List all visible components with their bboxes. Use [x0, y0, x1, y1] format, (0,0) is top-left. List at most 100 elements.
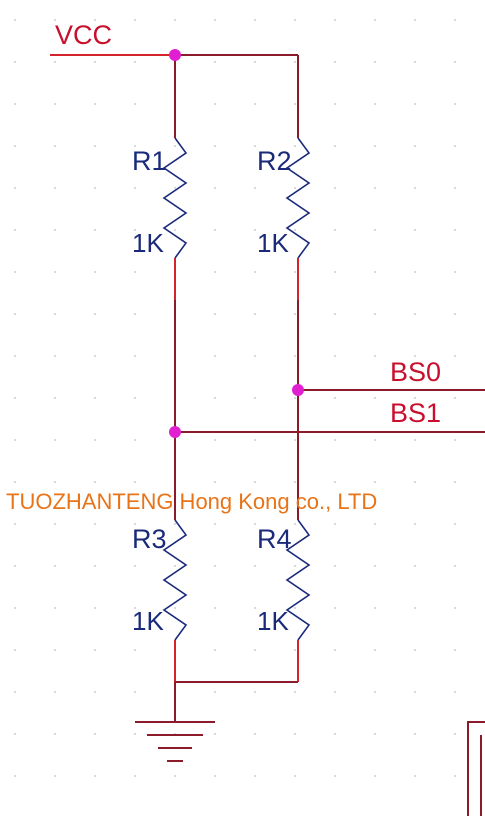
- grid-dot: [414, 61, 416, 63]
- grid-dot: [414, 19, 416, 21]
- grid-dot: [454, 649, 456, 651]
- grid-dot: [374, 61, 376, 63]
- grid-dot: [414, 439, 416, 441]
- grid-dot: [134, 733, 136, 735]
- grid-dot: [14, 733, 16, 735]
- grid-dot: [414, 481, 416, 483]
- grid-dot: [54, 61, 56, 63]
- resistor-r4-symbol: [285, 519, 311, 641]
- grid-dot: [134, 691, 136, 693]
- grid-dot: [14, 61, 16, 63]
- grid-dot: [414, 691, 416, 693]
- grid-dot: [294, 439, 296, 441]
- grid-dot: [414, 271, 416, 273]
- grid-dot: [14, 439, 16, 441]
- grid-dot: [414, 145, 416, 147]
- grid-dot: [454, 271, 456, 273]
- grid-dot: [294, 145, 296, 147]
- grid-dot: [334, 775, 336, 777]
- grid-dot: [14, 19, 16, 21]
- grid-dot: [374, 523, 376, 525]
- grid-dot: [214, 649, 216, 651]
- grid-dot: [294, 649, 296, 651]
- grid-dot: [414, 397, 416, 399]
- grid-dot: [214, 607, 216, 609]
- grid-dot: [414, 313, 416, 315]
- grid-dot: [254, 229, 256, 231]
- grid-dot: [254, 523, 256, 525]
- grid-dot: [134, 397, 136, 399]
- grid-dot: [134, 19, 136, 21]
- grid-dot: [294, 103, 296, 105]
- grid-dot: [254, 313, 256, 315]
- grid-dot: [254, 187, 256, 189]
- grid-dot: [14, 649, 16, 651]
- grid-dot: [254, 733, 256, 735]
- resistor-r2-value: 1K: [257, 228, 289, 258]
- grid-dot: [54, 355, 56, 357]
- grid-dot: [414, 607, 416, 609]
- grid-dot: [334, 523, 336, 525]
- grid-dot: [374, 565, 376, 567]
- grid-dot: [254, 439, 256, 441]
- grid-dot: [454, 145, 456, 147]
- resistor-r2-ref: R2: [257, 146, 292, 176]
- grid-dot: [334, 691, 336, 693]
- grid-dot: [374, 481, 376, 483]
- grid-dot: [334, 733, 336, 735]
- grid-dot: [454, 523, 456, 525]
- resistor-r3-symbol: [162, 519, 188, 641]
- grid-dot: [454, 313, 456, 315]
- grid-dot: [374, 313, 376, 315]
- grid-dot: [54, 397, 56, 399]
- grid-dot: [14, 271, 16, 273]
- grid-dot: [254, 649, 256, 651]
- grid-dot: [294, 607, 296, 609]
- grid-dot: [294, 397, 296, 399]
- grid-dot: [54, 691, 56, 693]
- grid-dot: [334, 271, 336, 273]
- grid-dot: [54, 103, 56, 105]
- grid-dot: [454, 61, 456, 63]
- grid-dot: [374, 271, 376, 273]
- grid-dot: [374, 19, 376, 21]
- grid-dot: [254, 691, 256, 693]
- grid-dot: [94, 691, 96, 693]
- grid-dot: [214, 313, 216, 315]
- grid-dot: [374, 355, 376, 357]
- grid-dot: [414, 565, 416, 567]
- grid-dot: [214, 691, 216, 693]
- grid-dot: [214, 187, 216, 189]
- grid-dot: [214, 103, 216, 105]
- grid-dot: [134, 481, 136, 483]
- grid-dot: [214, 229, 216, 231]
- grid-dot: [134, 313, 136, 315]
- grid-dot: [94, 229, 96, 231]
- grid-dot: [174, 523, 176, 525]
- grid-dot: [214, 271, 216, 273]
- grid-dot: [94, 313, 96, 315]
- grid-dot: [334, 103, 336, 105]
- grid-dot: [14, 187, 16, 189]
- grid-dot: [94, 649, 96, 651]
- grid-dot: [414, 355, 416, 357]
- junction-bs0: [292, 384, 304, 396]
- net-label-vcc: VCC: [55, 20, 112, 50]
- grid-dot: [214, 733, 216, 735]
- grid-dot: [334, 607, 336, 609]
- resistor-r1-ref: R1: [132, 146, 167, 176]
- grid-dot: [54, 523, 56, 525]
- ground-symbol: [135, 721, 215, 762]
- grid-dot: [374, 691, 376, 693]
- grid-dot: [54, 607, 56, 609]
- resistor-r2-symbol: [285, 137, 311, 259]
- grid-dot: [294, 187, 296, 189]
- resistor-r3-ref: R3: [132, 524, 167, 554]
- grid-dot: [374, 187, 376, 189]
- grid-dot: [174, 229, 176, 231]
- grid-dot: [94, 775, 96, 777]
- grid-dot: [54, 439, 56, 441]
- grid-dot: [94, 481, 96, 483]
- grid-dot: [214, 145, 216, 147]
- grid-dot: [14, 523, 16, 525]
